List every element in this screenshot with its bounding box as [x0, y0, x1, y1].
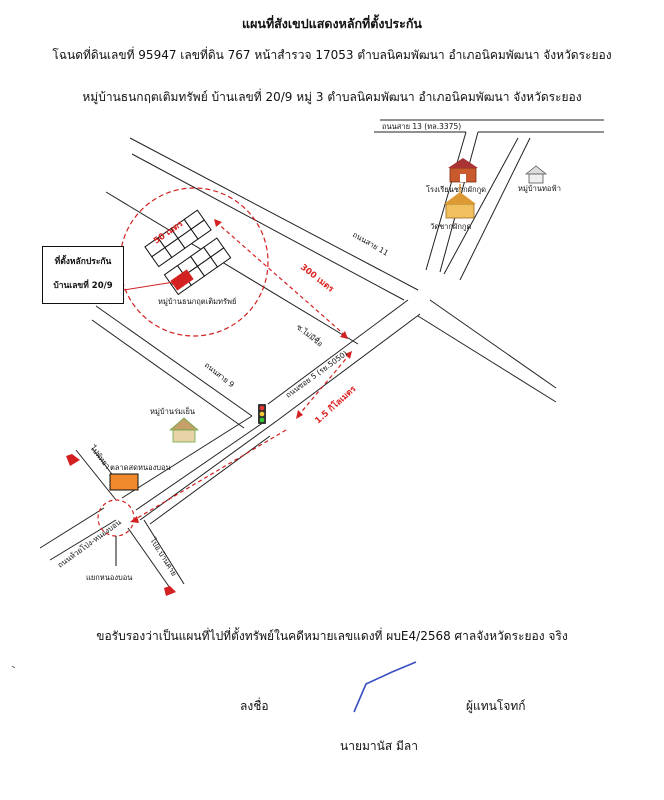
distance-300m: 300 เมตร: [298, 262, 335, 294]
distance-arrows: [133, 221, 351, 521]
village-tor-fah-label: หมู่บ้านทอฟ้า: [518, 184, 561, 193]
village-plots: [144, 209, 232, 296]
road-lines: [39, 119, 604, 589]
signer-role: ผู้แทนโจทก์: [466, 699, 526, 713]
school-label: โรงเรียนชากผักกูด: [426, 185, 486, 194]
huai-pong-label: ถนนห้วยโป่ง-หนองบอน: [56, 518, 123, 570]
signature-scribble: [353, 661, 417, 713]
location-box: ที่ตั้งหลักประกัน บ้านเลขที่ 20/9: [42, 246, 124, 304]
to-ban-khai-arrow-icon: [164, 586, 176, 596]
junction-label: แยกหนองบอน: [86, 573, 132, 582]
distance-1-5km: 1.5 กิโลเมตร: [313, 383, 359, 426]
location-box-house-no: บ้านเลขที่ 20/9: [53, 281, 113, 291]
target-plot: [170, 269, 194, 291]
temple-icon: [444, 184, 476, 219]
mai-mee-chue-label: ซ.ไม่มีชื่อ: [295, 322, 325, 349]
signer-name: นายมานัส มีลา: [340, 739, 418, 753]
to-ban-khai-label: ไปอ.บ้านค่าย: [148, 535, 179, 577]
house-icon-tor-fah: [524, 165, 548, 184]
deed-info: โฉนดที่ดินเลขที่ 95947 เลขที่ดิน 767 หน้…: [52, 48, 612, 62]
village-rom-yen-label: หมู่บ้านร่มเย็น: [150, 406, 195, 416]
pointer-line: [123, 281, 175, 291]
house-icon-rom-yen: [168, 417, 200, 443]
market-label: ตลาดสดหนองบอน: [110, 463, 171, 472]
road-13-label: ถนนสาย 13 (ทล.3375): [382, 122, 461, 131]
stray-mark: [11, 665, 16, 669]
arrow-heads: [130, 219, 352, 523]
temple-label: วัดชากผักกูด: [430, 222, 471, 231]
road-11-label: ถนนสาย 11: [351, 230, 390, 258]
market-marker: [109, 473, 139, 491]
to-pattaya-arrow-icon: [66, 454, 80, 466]
sign-label: ลงชื่อ: [240, 699, 269, 713]
traffic-light-icon: [258, 404, 266, 424]
school-icon: [448, 158, 478, 183]
address-info: หมู่บ้านธนกฤตเติมทรัพย์ บ้านเลขที่ 20/9 …: [82, 90, 582, 104]
location-box-title: ที่ตั้งหลักประกัน: [54, 257, 112, 267]
certification-text: ขอรับรองว่าเป็นแผนที่ไปที่ตั้งทรัพย์ในคด…: [96, 629, 568, 643]
village-project-label: หมู่บ้านธนกฤตเติมทรัพย์: [158, 297, 236, 306]
map-title: แผนที่สังเขปแสดงหลักที่ตั้งประกัน: [242, 16, 422, 31]
to-pattaya-label: ไปพัทยา: [88, 443, 112, 471]
